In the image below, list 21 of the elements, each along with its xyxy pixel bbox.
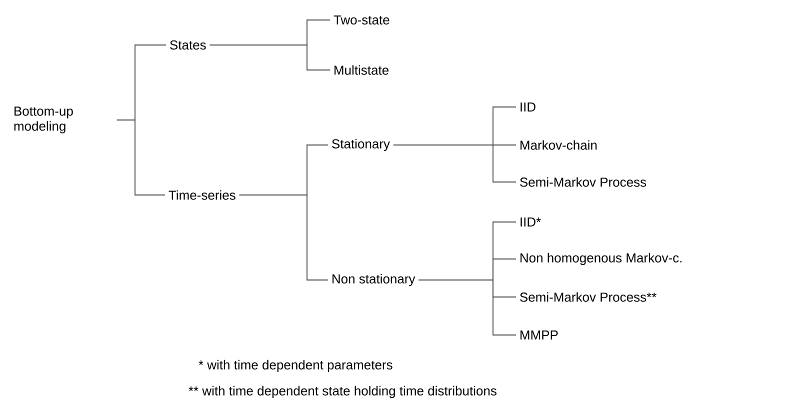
- tree-label: Bottom-up modeling: [14, 106, 73, 134]
- tree-label: Non stationary: [332, 274, 416, 286]
- tree-connector: [116, 120, 166, 196]
- tree-connector: [209, 44, 330, 70]
- tree-label: Markov-chain: [520, 140, 597, 150]
- tree-label: Two-state: [334, 15, 390, 25]
- tree-connector: [238, 194, 328, 280]
- tree-label: IID: [520, 102, 536, 112]
- tree-label: Time-series: [168, 190, 236, 200]
- tree-connector: [418, 280, 516, 336]
- tree-label: IID*: [520, 218, 541, 226]
- footnote: * with time dependent parameters: [198, 360, 392, 372]
- tree-label: Semi-Markov Process: [520, 177, 646, 187]
- tree-connector: [393, 144, 516, 182]
- tree-label: Stationary: [332, 138, 390, 152]
- tree-label: Non homogenous Markov-c.: [520, 252, 682, 266]
- tree-label: States: [170, 40, 206, 50]
- tree-label: Semi-Markov Process**: [520, 292, 656, 302]
- tree-label: MMPP: [520, 330, 558, 340]
- tree-label: Multistate: [334, 65, 388, 75]
- footnote: ** with time dependent state holding time distributions: [188, 386, 496, 398]
